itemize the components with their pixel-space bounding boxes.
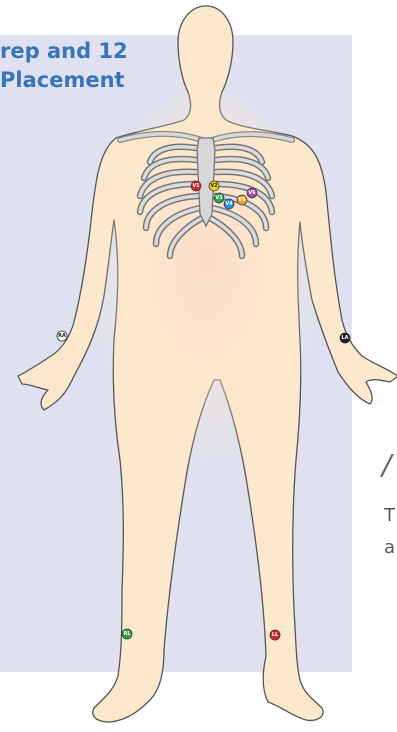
electrode-v6: V6 — [247, 188, 257, 198]
electrode-v4: V4 — [224, 199, 234, 209]
side-text-line-1: T — [384, 505, 395, 526]
electrode-v5-label: V5 — [238, 197, 246, 203]
electrode-v1: V1 — [191, 181, 201, 191]
electrode-v5: V5 — [237, 195, 247, 205]
electrode-ll: LL — [270, 630, 280, 640]
electrode-v1-label: V1 — [192, 183, 200, 189]
electrode-v6-label: V6 — [248, 190, 256, 196]
title-line-2: Placement — [0, 68, 125, 92]
electrode-la-label: LA — [341, 335, 348, 341]
electrode-ll-label: LL — [272, 632, 279, 638]
electrode-v2-label: V2 — [210, 183, 218, 189]
side-slash: / — [382, 448, 391, 481]
electrode-ra-label: RA — [58, 333, 66, 339]
electrode-v3-label: V3 — [215, 195, 223, 201]
electrode-rl-label: RL — [123, 631, 131, 637]
electrode-ra: RA — [57, 331, 67, 341]
electrode-v3: V3 — [214, 193, 224, 203]
electrode-v4-label: V4 — [225, 201, 233, 207]
electrode-v2: V2 — [209, 181, 219, 191]
title-line-1: rep and 12 — [0, 39, 128, 63]
electrode-la: LA — [340, 333, 350, 343]
side-text-line-2: a — [384, 537, 395, 558]
electrode-rl: RL — [122, 629, 132, 639]
